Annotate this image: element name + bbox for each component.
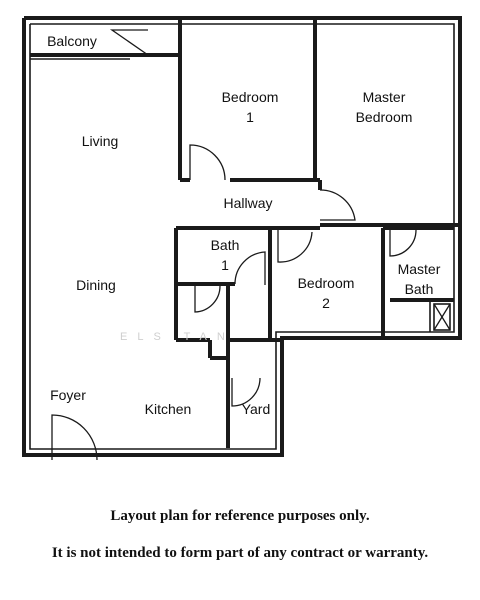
label-bedroom2-number: 2 (322, 295, 330, 311)
watermark: ELS TAN (120, 331, 235, 343)
entry-door (51, 414, 98, 461)
label-bedroom1: Bedroom (222, 89, 279, 105)
label-yard: Yard (242, 401, 271, 417)
label-master-bedroom-line2: Bedroom (356, 109, 413, 125)
bedroom2-door (277, 230, 313, 263)
label-balcony: Balcony (47, 33, 97, 49)
floor-plan: ELS TAN Balcony Bedroom 1 Master Bedroom… (22, 16, 462, 461)
bedroom-walls (178, 18, 460, 227)
label-bath1-number: 1 (221, 257, 229, 273)
label-foyer: Foyer (50, 387, 86, 403)
label-master-bath-line2: Bath (405, 281, 434, 297)
master-bath-door (389, 229, 417, 257)
label-kitchen: Kitchen (145, 401, 192, 417)
label-living: Living (82, 133, 119, 149)
shower-symbol (433, 303, 451, 331)
label-bath1: Bath (211, 237, 240, 253)
bath1-door (234, 251, 266, 285)
master-bedroom-door (319, 189, 356, 221)
label-bedroom1-number: 1 (246, 109, 254, 125)
label-dining: Dining (76, 277, 116, 293)
disclaimer-line-2: It is not intended to form part of any c… (51, 545, 429, 561)
label-bedroom2: Bedroom (298, 275, 355, 291)
label-master-bath-line1: Master (398, 261, 441, 277)
disclaimer-line-1: Layout plan for reference purposes only. (110, 508, 370, 524)
yard-door (231, 377, 261, 407)
balcony-walls (30, 29, 180, 60)
central-walls (174, 226, 454, 448)
outer-walls (22, 16, 462, 457)
bedroom1-door (189, 144, 226, 181)
label-master-bedroom-line1: Master (363, 89, 406, 105)
store-door (194, 285, 221, 313)
label-hallway: Hallway (223, 195, 272, 211)
